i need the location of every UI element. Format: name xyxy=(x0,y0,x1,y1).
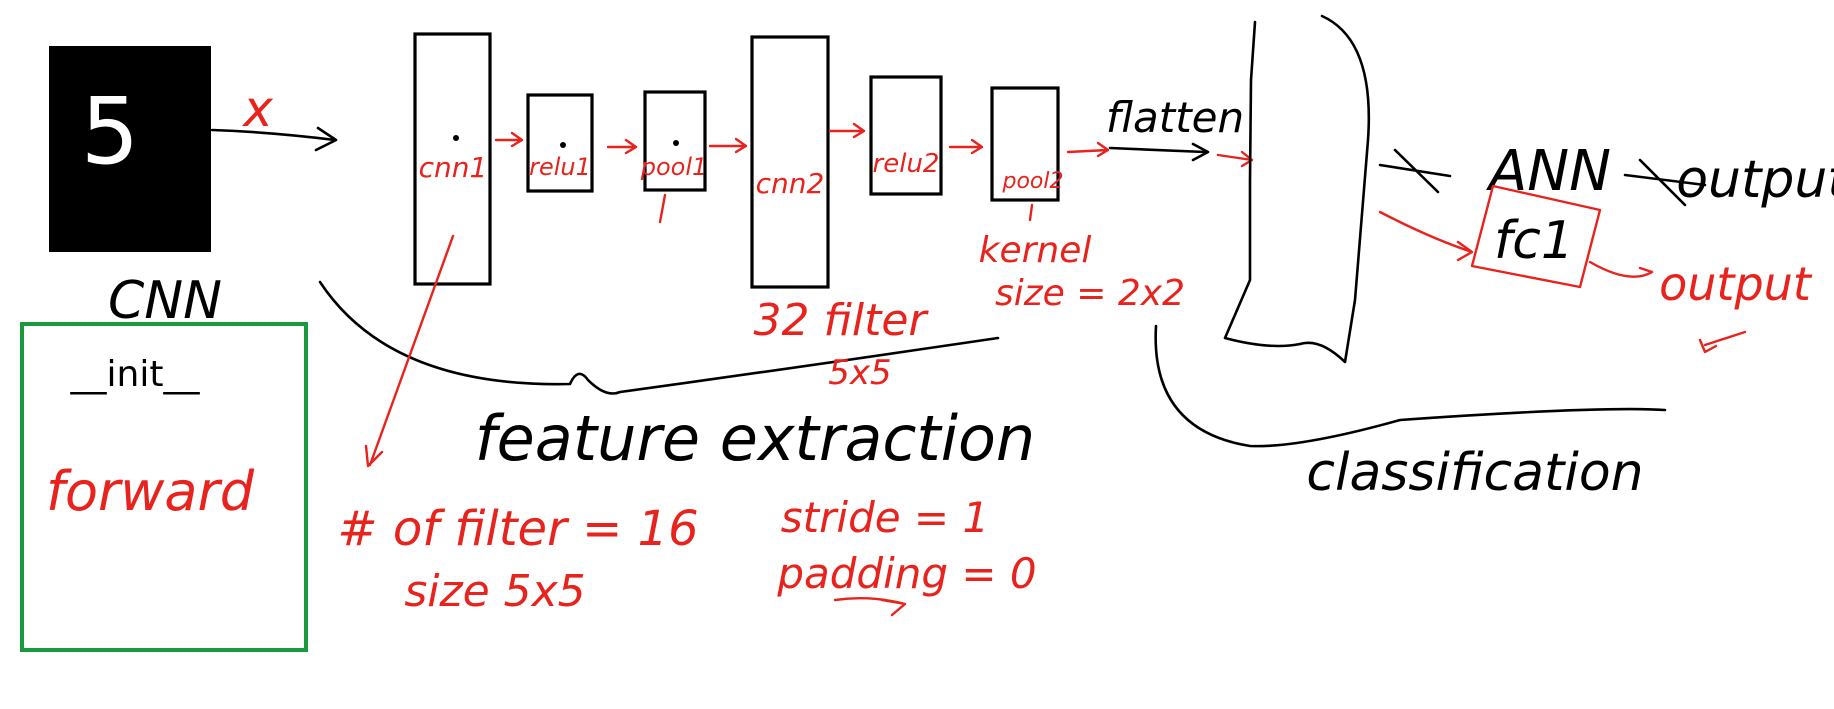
input-x-label: x xyxy=(241,80,273,138)
layer-cnn2 xyxy=(750,35,830,289)
cnn2-filter-label: 32 filter xyxy=(753,295,929,346)
fc1-label: fc1 xyxy=(1494,211,1574,271)
pool1-dot xyxy=(673,140,679,146)
forward-label: forward xyxy=(46,460,255,523)
layer-pool1-label: pool1 xyxy=(640,153,708,181)
layer-pool2 xyxy=(990,86,1060,202)
layer-cnn1-label: cnn1 xyxy=(419,151,488,184)
padding-label: padding = 0 xyxy=(776,549,1036,598)
layer-relu1-label: relu1 xyxy=(529,153,591,181)
pool-size-label: size = 2x2 xyxy=(995,273,1185,314)
output-down-arrow xyxy=(1698,330,1747,354)
cnn2-size-label: 5x5 xyxy=(828,353,891,393)
code-box xyxy=(20,322,308,652)
pool2-tick xyxy=(1028,203,1034,222)
output-label-red: output xyxy=(1659,257,1813,311)
cnn-title: CNN xyxy=(108,271,222,331)
feature-brace xyxy=(318,280,1000,395)
layer-cnn2-label: cnn2 xyxy=(756,167,825,200)
arrow-relu1-pool1 xyxy=(606,138,638,155)
output-label-black: output xyxy=(1676,150,1834,210)
fc1-out-arrow xyxy=(1588,260,1654,278)
arrow-pool2-flatten xyxy=(1066,141,1110,158)
layer-pool2-label: pool2 xyxy=(1002,169,1064,194)
stride-label: stride = 1 xyxy=(781,493,989,542)
input-arrow xyxy=(210,128,337,142)
fc1-in-arrow xyxy=(1378,210,1474,262)
fc1-box xyxy=(1470,184,1602,289)
classification-brace xyxy=(1154,324,1667,448)
pool-kernel-label: kernel xyxy=(979,230,1092,271)
layer-relu1 xyxy=(526,93,594,193)
arrow-cnn2-relu2 xyxy=(828,122,866,139)
ann-cross-left xyxy=(1378,148,1452,194)
flatten-arrow xyxy=(1108,142,1210,162)
arrow-cnn1-relu1 xyxy=(494,131,524,148)
init-label: __init__ xyxy=(70,354,201,395)
input-image xyxy=(49,46,211,252)
filter-size-label: size 5x5 xyxy=(404,566,585,617)
flatten-red-arrow xyxy=(1216,150,1254,168)
layer-cnn1 xyxy=(413,32,492,286)
layer-pool1 xyxy=(643,90,707,192)
arrow-pool1-cnn2 xyxy=(708,137,748,154)
arrow-relu2-pool2 xyxy=(948,138,984,155)
cnn1-dot xyxy=(453,135,459,141)
ann-cross-right xyxy=(1623,158,1707,207)
filter-count-label: # of filter = 16 xyxy=(337,501,698,557)
cnn1-annotation-arrow xyxy=(364,234,455,468)
padding-underline xyxy=(833,597,907,617)
feature-extraction-label: feature extraction xyxy=(475,402,1035,475)
classification-label: classification xyxy=(1306,443,1643,503)
layer-relu2 xyxy=(869,75,943,196)
flatten-vector xyxy=(1223,14,1371,364)
layer-relu2-label: relu2 xyxy=(873,149,940,179)
ann-label: ANN xyxy=(1486,139,1611,204)
flatten-label: flatten xyxy=(1106,93,1244,142)
input-arrowhead xyxy=(314,126,338,152)
input-digit: 5 xyxy=(81,78,140,185)
pool1-tick xyxy=(658,193,667,224)
relu1-dot xyxy=(560,142,566,148)
